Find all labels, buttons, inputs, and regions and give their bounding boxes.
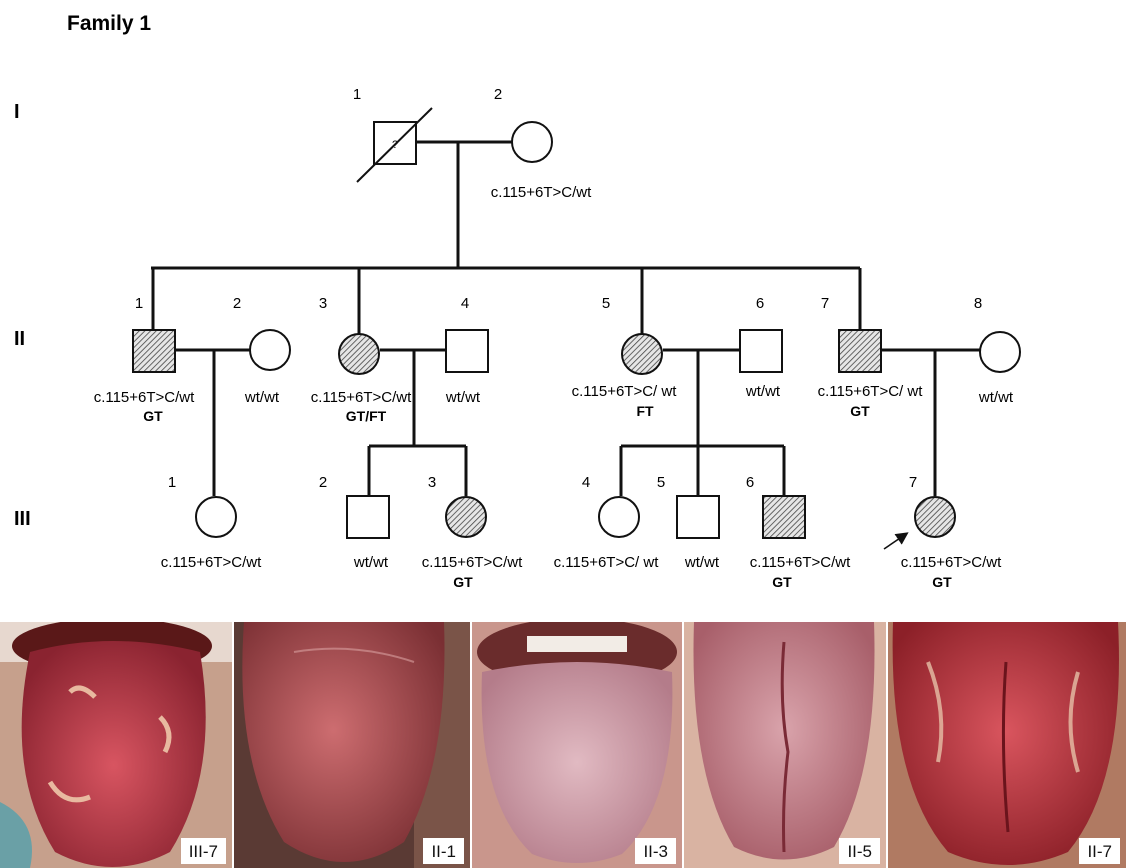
- ii7-phenotype: GT: [850, 403, 870, 419]
- ii1-number: 1: [135, 295, 143, 312]
- iii5-number: 5: [657, 474, 665, 491]
- iii2-symbol: [347, 496, 389, 538]
- tongue-image-ii1: [234, 622, 470, 868]
- ii8-symbol: [980, 332, 1020, 372]
- iii5-genotype: wt/wt: [684, 554, 720, 571]
- photo-label-ii3: II-3: [635, 838, 676, 864]
- iii4-number: 4: [582, 474, 590, 491]
- ii7-number: 7: [821, 295, 829, 312]
- ii7-genotype: c.115+6T>C/ wt: [818, 383, 924, 400]
- generation-label-1: I: [14, 101, 20, 123]
- i2-number: 2: [494, 86, 502, 103]
- i2-genotype: c.115+6T>C/wt: [491, 184, 592, 201]
- iii3-phenotype: GT: [453, 574, 473, 590]
- ii2-symbol: [250, 330, 290, 370]
- ii2-number: 2: [233, 295, 241, 312]
- ii1-genotype: c.115+6T>C/wt: [94, 389, 195, 406]
- iii5-symbol: [677, 496, 719, 538]
- ii4-number: 4: [461, 295, 469, 312]
- iii7-symbol: [915, 497, 955, 537]
- ii6-genotype: wt/wt: [745, 383, 781, 400]
- pedigree-chart: Family 1 I II III 1 ? 2 c.115+6T>C/wt: [0, 0, 1126, 622]
- iii4-symbol: [599, 497, 639, 537]
- ii6-symbol: [740, 330, 782, 372]
- ii1-phenotype: GT: [143, 408, 163, 424]
- ii4-symbol: [446, 330, 488, 372]
- i1-number: 1: [353, 86, 361, 103]
- photo-label-ii5: II-5: [839, 838, 880, 864]
- generation-label-3: III: [14, 508, 31, 530]
- tongue-photo-ii1: II-1: [234, 622, 470, 868]
- i2-symbol: [512, 122, 552, 162]
- generation-label-2: II: [14, 328, 25, 350]
- iii1-symbol: [196, 497, 236, 537]
- tongue-image-ii5: [684, 622, 886, 868]
- ii4-genotype: wt/wt: [445, 389, 481, 406]
- photo-label-ii1: II-1: [423, 838, 464, 864]
- ii5-number: 5: [602, 295, 610, 312]
- tongue-image-iii7: [0, 622, 232, 868]
- tongue-image-ii7: [888, 622, 1126, 868]
- ii1-symbol: [133, 330, 175, 372]
- iii7-genotype: c.115+6T>C/wt: [901, 554, 1002, 571]
- iii6-genotype: c.115+6T>C/wt: [750, 554, 851, 571]
- tongue-photo-iii7: III-7: [0, 622, 232, 868]
- tongue-photo-ii3: II-3: [472, 622, 682, 868]
- iii1-number: 1: [168, 474, 176, 491]
- iii2-genotype: wt/wt: [353, 554, 389, 571]
- photo-label-ii7: II-7: [1079, 838, 1120, 864]
- ii5-phenotype: FT: [636, 403, 654, 419]
- ii3-symbol: [339, 334, 379, 374]
- tongue-photo-strip: III-7 II-1 II-3: [0, 622, 1126, 868]
- iii3-symbol: [446, 497, 486, 537]
- iii6-symbol: [763, 496, 805, 538]
- ii6-number: 6: [756, 295, 764, 312]
- ii8-genotype: wt/wt: [978, 389, 1014, 406]
- ii5-symbol: [622, 334, 662, 374]
- ii5-genotype: c.115+6T>C/ wt: [572, 383, 678, 400]
- tongue-photo-ii5: II-5: [684, 622, 886, 868]
- ii3-phenotype: GT/FT: [346, 408, 387, 424]
- figure-title: Family 1: [67, 12, 151, 35]
- ii2-genotype: wt/wt: [244, 389, 280, 406]
- tongue-image-ii3: [472, 622, 682, 868]
- ii8-number: 8: [974, 295, 982, 312]
- ii3-genotype: c.115+6T>C/wt: [311, 389, 412, 406]
- photo-label-iii7: III-7: [181, 838, 226, 864]
- iii2-number: 2: [319, 474, 327, 491]
- iii3-genotype: c.115+6T>C/wt: [422, 554, 523, 571]
- iii3-number: 3: [428, 474, 436, 491]
- iii4-genotype: c.115+6T>C/ wt: [554, 554, 660, 571]
- iii6-number: 6: [746, 474, 754, 491]
- ii3-number: 3: [319, 295, 327, 312]
- iii7-number: 7: [909, 474, 917, 491]
- i1-deceased-slash: [357, 108, 432, 182]
- iii1-genotype: c.115+6T>C/wt: [161, 554, 262, 571]
- proband-arrow-icon: [884, 534, 906, 549]
- iii6-phenotype: GT: [772, 574, 792, 590]
- iii7-phenotype: GT: [932, 574, 952, 590]
- ii7-symbol: [839, 330, 881, 372]
- tongue-photo-ii7: II-7: [888, 622, 1126, 868]
